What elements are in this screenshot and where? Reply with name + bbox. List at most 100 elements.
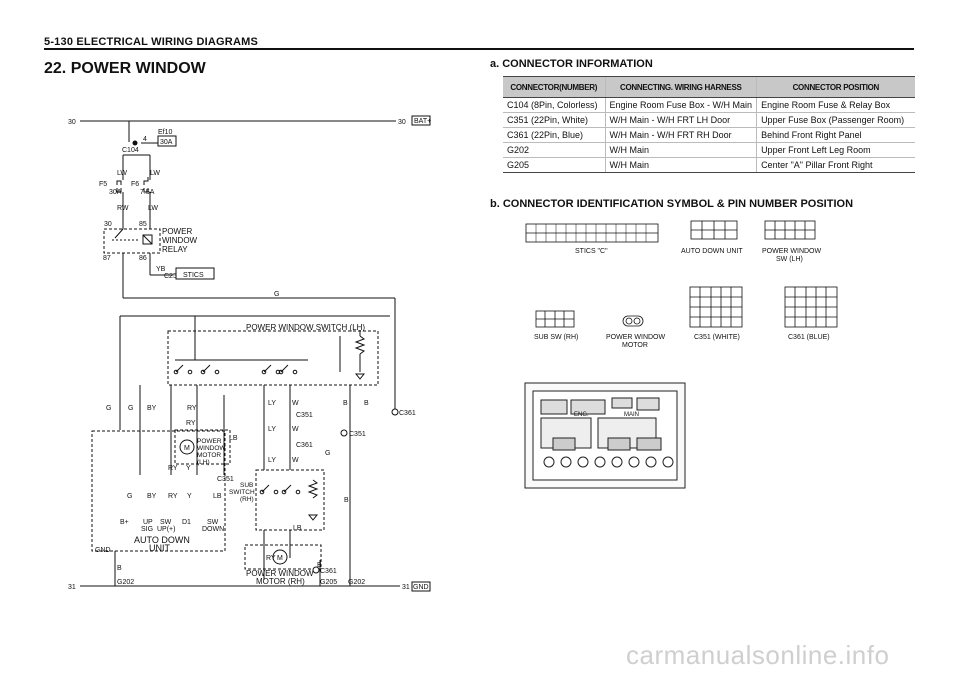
wire-lb-2: LB bbox=[213, 493, 222, 500]
table-cell: Engine Room Fuse Box - W/H Main bbox=[604, 97, 757, 113]
bus-30-right: 30 bbox=[398, 119, 406, 126]
relay-pin-30: 30 bbox=[104, 221, 112, 228]
auto-down-connector-label: AUTO DOWN UNIT bbox=[681, 248, 743, 255]
wire-ry-2: RY bbox=[186, 420, 196, 427]
sub-sw-rh-label: SUB SW (RH) bbox=[534, 334, 578, 341]
bat-tag: BAT+ bbox=[411, 115, 431, 126]
table-cell: Engine Room Fuse & Relay Box bbox=[756, 97, 915, 113]
auto-pin-bplus: B+ bbox=[120, 519, 129, 526]
auto-pin-sw: SW bbox=[160, 519, 172, 526]
fusebox-eng-label: ENG. bbox=[574, 412, 589, 418]
table-cell: Upper Front Left Leg Room bbox=[756, 142, 915, 158]
c361-label-2: C361 bbox=[399, 410, 416, 417]
wire-yb: YB bbox=[156, 266, 166, 273]
table-cell: Behind Front Right Panel bbox=[756, 127, 915, 143]
auto-pin-upplus: UP(+) bbox=[157, 526, 175, 533]
pw-motor-label-2: MOTOR bbox=[622, 342, 648, 349]
connector-pw-switch-lh bbox=[764, 220, 816, 240]
f5-name: F5 bbox=[99, 181, 107, 188]
wire-lb-1: LB bbox=[229, 435, 238, 442]
wire-g-4: G bbox=[127, 493, 132, 500]
wire-b-3: B bbox=[344, 497, 349, 504]
gnd-tag: GND bbox=[411, 581, 431, 592]
g202-label-2: G202 bbox=[348, 579, 365, 586]
motor-lh-label-3: MOTOR bbox=[197, 452, 221, 459]
fusebox-main-label: MAIN bbox=[624, 412, 639, 418]
wire-ly-2: LY bbox=[268, 426, 276, 433]
c104-label: C104 bbox=[122, 147, 139, 154]
table-cell: W/H Main - W/H FRT LH Door bbox=[604, 112, 757, 128]
wire-lw-3: LW bbox=[148, 205, 158, 212]
wire-g-3: G bbox=[325, 450, 330, 457]
auto-pin-sig: SIG bbox=[141, 526, 153, 533]
watermark: carmanualsonline.info bbox=[626, 640, 890, 670]
wire-g-top: G bbox=[274, 291, 279, 298]
wire-b-1: B bbox=[343, 400, 348, 407]
pw-switch-lh-label-2: SW (LH) bbox=[776, 256, 803, 263]
connector-id-title: b. CONNECTOR IDENTIFICATION SYMBOL & PIN… bbox=[490, 198, 854, 210]
motor-rh-label-1: POWER WINDOW bbox=[246, 569, 314, 578]
motor-rh-m: M bbox=[277, 555, 283, 562]
auto-down-label-1: AUTO DOWN bbox=[134, 535, 190, 545]
switch-lh-label: POWER WINDOW SWITCH (LH) bbox=[246, 323, 365, 332]
bus-30-left: 30 bbox=[68, 119, 76, 126]
c351-label-3: C351 bbox=[217, 476, 234, 483]
table-cell: Upper Fuse Box (Passenger Room) bbox=[756, 112, 915, 128]
sub-switch-label-1: SUB bbox=[240, 482, 253, 489]
motor-lh-label-4: (LH) bbox=[197, 459, 210, 466]
stics-connector-label: STICS "C" bbox=[575, 248, 608, 255]
sub-switch-label-3: (RH) bbox=[240, 496, 254, 503]
wire-ry-4: RY bbox=[168, 493, 178, 500]
wire-w-2: W bbox=[292, 426, 299, 433]
table-cell: C104 (8Pin, Colorless) bbox=[503, 97, 605, 113]
wire-w-1: W bbox=[292, 400, 299, 407]
auto-pin-sw2: SW bbox=[207, 519, 219, 526]
bus-31-right: 31 bbox=[402, 584, 410, 591]
wire-g-1: G bbox=[106, 405, 111, 412]
connector-table: CONNECTOR(NUMBER) CONNECTING. WIRING HAR… bbox=[503, 76, 915, 173]
wire-by: BY bbox=[147, 405, 157, 412]
c361-label-3: C361 bbox=[320, 568, 337, 575]
c351-label-2: C351 bbox=[349, 431, 366, 438]
bus-31-left: 31 bbox=[68, 584, 76, 591]
wire-b-5: B bbox=[317, 562, 322, 569]
motor-rh-label-2: MOTOR (RH) bbox=[256, 577, 305, 586]
connector-info-title: a. CONNECTOR INFORMATION bbox=[490, 58, 653, 70]
wire-ry-1: RY bbox=[187, 405, 197, 412]
pw-motor-label: POWER WINDOW bbox=[606, 334, 665, 341]
relay-label-1: POWER bbox=[162, 227, 192, 236]
auto-gnd: GND bbox=[95, 547, 111, 554]
motor-lh-label-2: WINDOW bbox=[197, 445, 226, 452]
sub-switch-label-2: SWITCH bbox=[229, 489, 255, 496]
pw-switch-lh-label: POWER WINDOW bbox=[762, 248, 821, 255]
wire-ry-5: RY bbox=[266, 555, 276, 562]
connector-pw-motor bbox=[622, 315, 644, 327]
auto-pin-up: UP bbox=[143, 519, 153, 526]
g205-label: G205 bbox=[320, 579, 337, 586]
f6-name: F6 bbox=[131, 181, 139, 188]
section-title: 22. POWER WINDOW bbox=[44, 60, 206, 77]
header-rule bbox=[44, 48, 914, 50]
g202-label-1: G202 bbox=[117, 579, 134, 586]
connector-stics bbox=[525, 223, 659, 243]
fuse-main-name: Ef10 bbox=[158, 129, 173, 136]
motor-lh-m: M bbox=[184, 445, 190, 452]
svg-text:BAT+: BAT+ bbox=[414, 118, 431, 125]
f6-rating: 7.5A bbox=[140, 189, 155, 196]
relay-pin-87: 87 bbox=[103, 255, 111, 262]
table-cell: Center "A" Pillar Front Right bbox=[756, 157, 915, 173]
c25-label: C25 bbox=[164, 273, 177, 280]
table-row: C104 (8Pin, Colorless) Engine Room Fuse … bbox=[503, 97, 915, 113]
connector-c351 bbox=[689, 286, 743, 328]
page-header-title: 5-130 ELECTRICAL WIRING DIAGRAMS bbox=[44, 36, 258, 48]
table-cell: G205 bbox=[503, 157, 605, 173]
wire-g-2: G bbox=[128, 405, 133, 412]
relay-pin-86: 86 bbox=[139, 255, 147, 262]
wire-lb-3: LB bbox=[293, 525, 302, 532]
c351-label-1: C351 bbox=[296, 412, 313, 419]
table-row: C361 (22Pin, Blue) W/H Main - W/H FRT RH… bbox=[503, 127, 915, 143]
wire-ly-1: LY bbox=[268, 400, 276, 407]
table-cell: W/H Main bbox=[604, 157, 757, 173]
stics-tag: STICS bbox=[183, 272, 204, 279]
